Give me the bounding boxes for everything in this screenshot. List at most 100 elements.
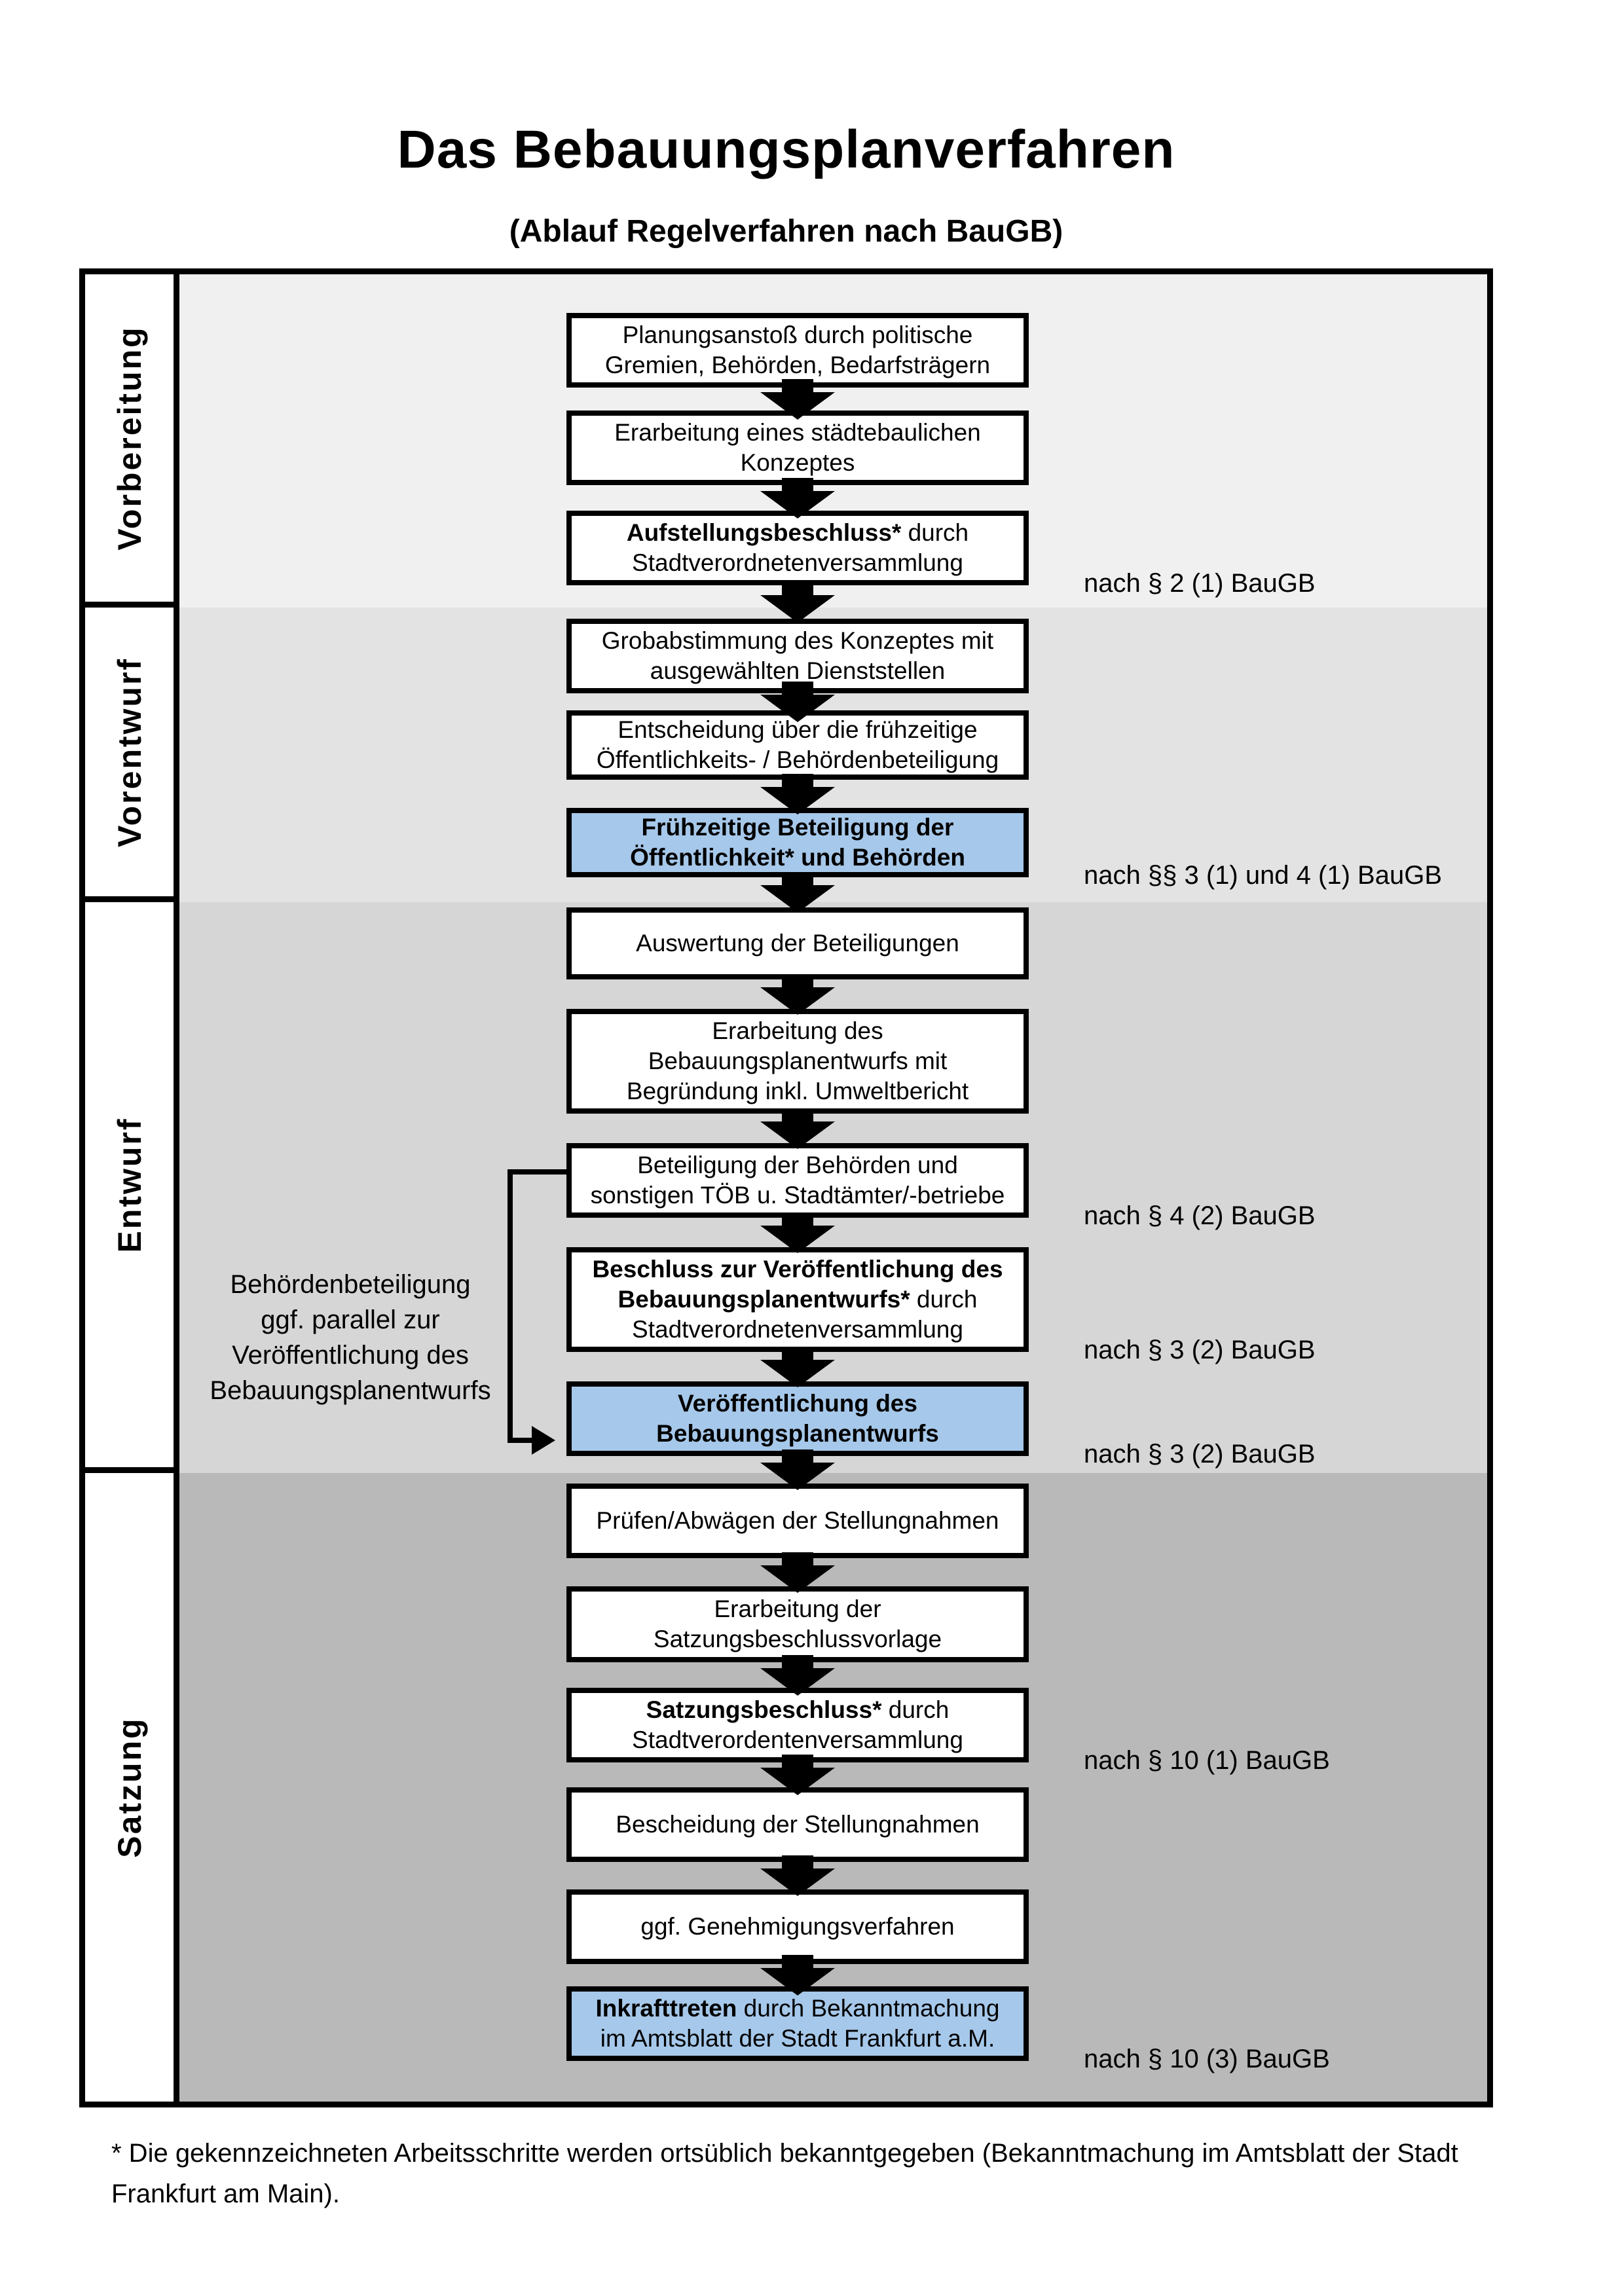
flow-box-line: Aufstellungsbeschluss* durch [627,518,969,548]
flow-box-text-segment: durch [881,1696,950,1723]
flow-box-text-segment: sonstigen TÖB u. Stadtämter/-betriebe [590,1182,1005,1209]
legal-ref-beschluss-veroeffentlichung: nach § 3 (2) BauGB [1084,1336,1316,1364]
flow-box-line: Veröffentlichung des [678,1389,917,1419]
phase-cell-vorentwurf: Vorentwurf [85,608,179,902]
flow-box-line: Gremien, Behörden, Bedarfsträgern [605,350,990,380]
flow-box-line: Stadtverordentenversammlung [632,1725,963,1755]
flow-box-text-segment: Öffentlichkeit* und Behörden [630,844,965,871]
footnote: * Die gekennzeichneten Arbeitsschritte w… [111,2139,1458,2208]
down-arrow-icon [760,477,835,519]
down-arrow-icon [760,581,835,623]
down-arrow-icon [760,1212,835,1253]
flow-box-text-segment: Beteiligung der Behörden und [637,1152,958,1178]
elbow-connector-top-segment [507,1169,566,1175]
down-arrow-icon [760,1449,835,1490]
flow-box-text-segment: Veröffentlichung des [678,1390,917,1417]
flow-box-line: Stadtverordnetenversammlung [632,548,963,578]
side-note: Behördenbeteiligung ggf. parallel zur Ve… [210,1270,491,1405]
flow-box-text-segment: durch [901,519,969,546]
flow-box-line: Öffentlichkeit* und Behörden [630,843,965,873]
down-arrow-icon [760,974,835,1015]
down-arrow-icon [760,378,835,420]
flow-box-text-segment: Satzungsbeschluss* [646,1696,882,1723]
flow-box-line: Stadtverordnetenversammlung [632,1315,963,1345]
down-arrow-icon [760,773,835,814]
down-arrow-icon [760,1755,835,1795]
flow-box-line: Frühzeitige Beteiligung der [642,812,954,843]
down-arrow-icon [760,682,835,722]
legal-ref-aufstellungsbeschluss: nach § 2 (1) BauGB [1084,569,1316,598]
flow-box-text-segment: Bebauungsplanentwurfs mit [648,1048,948,1074]
flow-box-line: Begründung inkl. Umweltbericht [627,1076,969,1106]
down-arrow-icon [760,1955,835,1995]
flow-box-line: Bebauungsplanentwurfs [656,1419,939,1449]
flow-box-text-segment: Grobabstimmung des Konzeptes mit [601,627,994,654]
flow-box-bescheidung-stellungnahmen: Bescheidung der Stellungnahmen [566,1787,1029,1862]
flow-box-line: Erarbeitung der [714,1594,881,1624]
phase-cell-satzung: Satzung [85,1473,179,2102]
legal-ref-inkrafttreten: nach § 10 (3) BauGB [1084,2045,1330,2073]
flow-box-text-segment: Bebauungsplanentwurfs* [618,1286,910,1313]
flow-box-line: Beteiligung der Behörden und [637,1150,958,1180]
down-arrow-icon [760,1552,835,1593]
flow-box-line: Öffentlichkeits- / Behördenbeteiligung [597,745,999,775]
flow-box-line: Bebauungsplanentwurfs* durch [618,1285,978,1315]
flow-box-text-segment: Planungsanstoß durch politische [622,321,973,348]
legal-ref-beteiligung-behoerden-toeb: nach § 4 (2) BauGB [1084,1201,1316,1230]
flow-box-text-segment: Prüfen/Abwägen der Stellungnahmen [596,1507,999,1534]
flow-box-line: Erarbeitung eines städtebaulichen [614,418,981,448]
flow-box-line: Prüfen/Abwägen der Stellungnahmen [596,1506,999,1536]
flow-box-text-segment: Auswertung der Beteiligungen [636,930,959,957]
down-arrow-icon [760,1654,835,1696]
flow-box-text-segment: Stadtverordnetenversammlung [632,549,963,576]
elbow-connector-arrowhead-icon [532,1426,555,1455]
down-arrow-icon [760,872,835,913]
down-arrow-icon [760,1855,835,1896]
flow-box-text-segment: Satzungsbeschlussvorlage [653,1626,942,1652]
flow-box-line: Konzeptes [741,448,855,478]
flow-box-line: Bebauungsplanentwurfs mit [648,1046,948,1076]
flow-box-text-segment: Begründung inkl. Umweltbericht [626,1078,969,1104]
flow-box-text-segment: Erarbeitung eines städtebaulichen [614,419,981,446]
flow-box-line: Auswertung der Beteiligungen [636,928,959,958]
flow-box-text-segment: durch Bekanntmachung [737,1995,1000,2022]
flow-box-text-segment: Bebauungsplanentwurfs [656,1420,939,1447]
flow-box-text-segment: Gremien, Behörden, Bedarfsträgern [604,352,991,378]
flow-box-auswertung-beteiligungen: Auswertung der Beteiligungen [566,907,1029,979]
phase-label-satzung: Satzung [111,1717,148,1858]
legal-ref-fruehzeitige-beteiligung: nach §§ 3 (1) und 4 (1) BauGB [1084,861,1442,890]
flow-box-line: Inkrafttreten durch Bekanntmachung [596,1994,1000,2024]
flow-box-line: sonstigen TÖB u. Stadtämter/-betriebe [591,1180,1005,1211]
flow-box-line: Satzungsbeschluss* durch [646,1695,950,1725]
flow-box-text-segment: Erarbeitung der [714,1595,881,1622]
flow-box-line: ausgewählten Dienststellen [650,656,945,686]
flow-box-text-segment: ggf. Genehmigungsverfahren [640,1913,955,1940]
flow-box-text-segment: Inkrafttreten [595,1995,737,2022]
flow-box-beteiligung-behoerden-toeb: Beteiligung der Behörden und sonstigen TÖ… [566,1143,1029,1218]
page-subtitle: (Ablauf Regelverfahren nach BauGB) [509,214,1063,249]
phase-cell-vorbereitung: Vorbereitung [85,274,179,608]
flow-box-line: Bescheidung der Stellungnahmen [616,1810,979,1840]
flow-box-text-segment: Beschluss zur Veröffentlichung des [592,1256,1003,1283]
flow-box-line: im Amtsblatt der Stadt Frankfurt a.M. [600,2024,995,2054]
legal-ref-veroeffentlichung-entwurf: nach § 3 (2) BauGB [1084,1440,1316,1468]
flow-box-text-segment: Öffentlichkeits- / Behördenbeteiligung [596,746,999,773]
flow-box-pruefen-abwaegen-stellungnahmen: Prüfen/Abwägen der Stellungnahmen [566,1484,1029,1558]
flow-box-text-segment: Aufstellungsbeschluss* [626,519,902,546]
flow-box-line: Satzungsbeschlussvorlage [654,1624,942,1654]
phase-label-entwurf: Entwurf [111,1116,148,1253]
elbow-connector-vertical-segment [507,1169,513,1443]
flow-box-line: Beschluss zur Veröffentlichung des [592,1254,1003,1285]
flow-box-text-segment: Konzeptes [740,449,855,476]
down-arrow-icon [760,1346,835,1387]
flow-box-line: ggf. Genehmigungsverfahren [640,1912,954,1942]
